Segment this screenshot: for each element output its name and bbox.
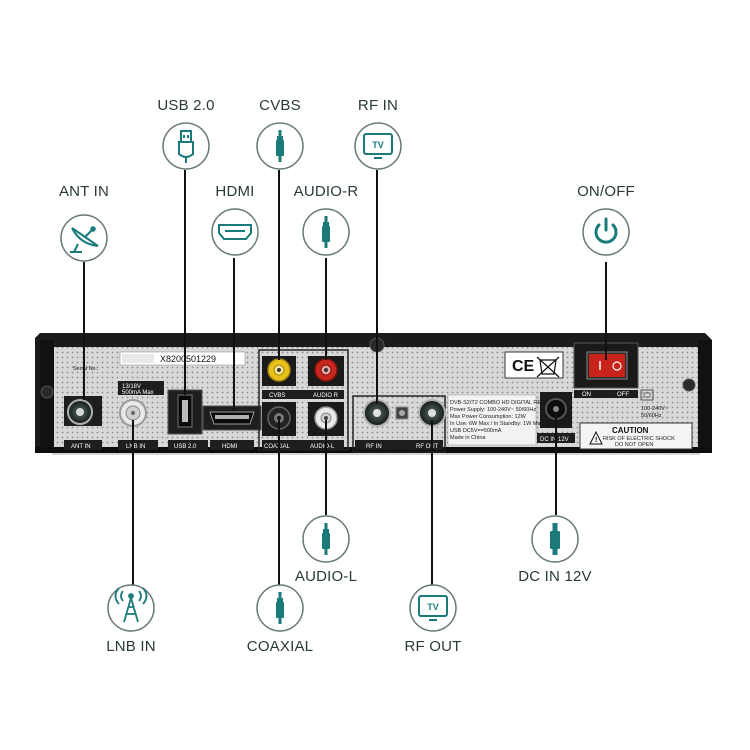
callout-usb: USB 2.0 bbox=[157, 97, 214, 170]
callout-hdmi: HDMI bbox=[211, 183, 259, 256]
panel-label-on: ON bbox=[582, 392, 591, 398]
weee-bin-icon bbox=[536, 356, 560, 378]
antenna-icon bbox=[114, 587, 148, 623]
callout-cvbs: CVBS bbox=[256, 97, 304, 170]
spec-line-3: Max Power Consumption: 12W bbox=[450, 414, 527, 420]
lnb-spec-1: 13/18V bbox=[122, 384, 141, 390]
power-switch: ON OFF bbox=[573, 342, 639, 398]
callout-dc-in: DC IN 12V bbox=[518, 515, 592, 585]
callout-label-on-off: ON/OFF bbox=[577, 183, 635, 200]
power-rating-1: 100-240V~ bbox=[641, 406, 668, 412]
callout-label-rf-in: RF IN bbox=[358, 97, 398, 114]
ce-mark: CE bbox=[512, 358, 535, 375]
usb-port: USB 2.0 bbox=[167, 389, 208, 450]
callout-on-off: ON/OFF bbox=[577, 183, 635, 256]
spec-line-4: In Use: 6W Max / In Standby: 1W Max bbox=[450, 421, 543, 427]
power-rating: 100-240V~ 50/60Hz bbox=[640, 389, 668, 419]
caution-sub-2: DO NOT OPEN bbox=[615, 442, 653, 448]
callout-label-audio-r: AUDIO-R bbox=[294, 183, 359, 200]
svg-text:!: ! bbox=[595, 437, 597, 444]
callout-label-dc-in: DC IN 12V bbox=[518, 568, 592, 585]
callout-label-coaxial: COAXIAL bbox=[247, 638, 313, 655]
callout-label-ant-in: ANT IN bbox=[59, 183, 109, 200]
panel-label-audio-r: AUDIO R bbox=[313, 393, 339, 399]
panel-label-ant-in: ANT IN bbox=[71, 444, 91, 450]
spec-line-2: Power Supply: 100-240V~ 50/60Hz bbox=[450, 407, 536, 413]
hdmi-icon bbox=[218, 224, 252, 240]
jack-plug-icon bbox=[322, 216, 330, 248]
hdmi-port: HDMI bbox=[202, 405, 262, 450]
callout-ant-in: ANT IN bbox=[59, 183, 109, 262]
panel-label-dc-in: DC IN 12V bbox=[540, 437, 569, 443]
callout-label-audio-l: AUDIO-L bbox=[295, 568, 357, 585]
screw bbox=[682, 378, 696, 392]
callout-coaxial: COAXIAL bbox=[247, 584, 313, 655]
callout-rf-in: RF IN TV bbox=[354, 97, 402, 170]
rf-block: RF IN RF OUT bbox=[352, 395, 446, 453]
power-icon bbox=[594, 217, 618, 244]
screw bbox=[40, 385, 54, 399]
serial-number: X8200501229 bbox=[160, 354, 216, 364]
spec-line-5: USB DC5V==500mA bbox=[450, 428, 502, 434]
power-rating-2: 50/60Hz bbox=[641, 413, 662, 419]
satellite-dish-icon bbox=[70, 226, 99, 253]
panel-label-coaxial: COAXIAL bbox=[264, 444, 291, 450]
tv-icon-text: TV bbox=[372, 140, 384, 150]
callout-label-cvbs: CVBS bbox=[259, 97, 301, 114]
panel-label-cvbs: CVBS bbox=[269, 393, 285, 399]
dc-plug-icon bbox=[550, 523, 560, 555]
callout-label-hdmi: HDMI bbox=[215, 183, 254, 200]
caution-sub-1: RISK OF ELECTRIC SHOCK bbox=[603, 436, 675, 442]
callout-lnb-in: LNB IN bbox=[106, 584, 156, 655]
ant-in-port: ANT IN bbox=[64, 396, 102, 450]
callout-label-usb: USB 2.0 bbox=[157, 97, 214, 114]
panel-label-off: OFF bbox=[617, 392, 629, 398]
callout-audio-r: AUDIO-R bbox=[294, 183, 359, 256]
leader-lines bbox=[83, 170, 607, 585]
callout-label-rf-out: RF OUT bbox=[404, 638, 461, 655]
spec-line-6: Made in China bbox=[450, 435, 486, 441]
serial-label-text: Serial No.: bbox=[73, 366, 99, 372]
panel-label-rf-out: RF OUT bbox=[416, 444, 439, 450]
caution-sticker: ! CAUTION RISK OF ELECTRIC SHOCK DO NOT … bbox=[579, 422, 693, 450]
jack-plug-icon bbox=[322, 523, 330, 555]
spec-line-1: DVB-S2/T2 COMBO HD DIGITAL RECEIVER bbox=[450, 400, 562, 406]
callout-audio-l: AUDIO-L bbox=[295, 515, 357, 585]
av-block: CVBS AUDIO R COAXIAL AUDIO-L bbox=[258, 349, 349, 451]
jack-plug-icon bbox=[276, 592, 284, 624]
tv-icon: TV bbox=[363, 133, 393, 159]
panel-label-rf-in: RF IN bbox=[366, 444, 382, 450]
lnb-spec-2: 500mA Max bbox=[122, 390, 154, 396]
callout-rf-out: TV RF OUT bbox=[404, 584, 461, 655]
usb-icon bbox=[178, 130, 194, 163]
panel-label-audio-l: AUDIO-L bbox=[310, 444, 335, 450]
serial-label: Serial No.: X8200501229 bbox=[73, 351, 246, 372]
panel-label-hdmi: HDMI bbox=[222, 444, 238, 450]
compliance-marks: CE bbox=[504, 351, 564, 379]
caution-title: CAUTION bbox=[612, 426, 649, 435]
panel-label-usb: USB 2.0 bbox=[174, 444, 197, 450]
tv-icon-text: TV bbox=[427, 602, 439, 612]
lnb-in-port: 13/18V 500mA Max LNB IN bbox=[118, 381, 164, 450]
jack-plug-icon bbox=[276, 130, 284, 162]
callout-label-lnb-in: LNB IN bbox=[106, 638, 156, 655]
spec-sticker: DVB-S2/T2 COMBO HD DIGITAL RECEIVER Powe… bbox=[447, 394, 562, 446]
panel-label-lnb-in: LNB IN bbox=[126, 444, 145, 450]
tv-icon: TV bbox=[418, 595, 448, 621]
